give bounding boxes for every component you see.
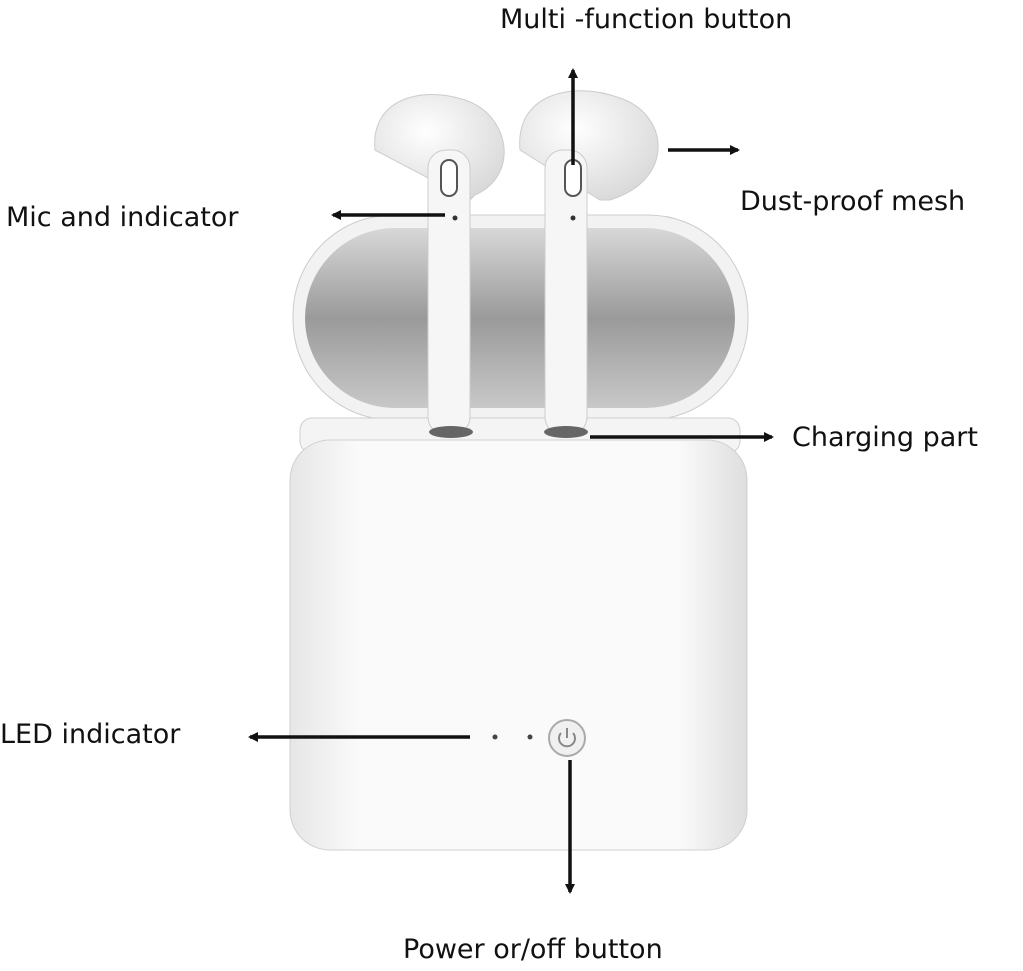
label-power: Power or/off button: [403, 934, 663, 965]
power-button[interactable]: [548, 719, 586, 757]
case-base: [289, 417, 748, 851]
label-dust-proof: Dust-proof mesh: [740, 186, 966, 217]
label-multi-function: Multi -function button: [500, 4, 793, 35]
led-dot: [527, 734, 533, 740]
led-dot: [492, 734, 498, 740]
multi-function-button-right[interactable]: [564, 159, 582, 197]
label-charging: Charging part: [792, 422, 978, 453]
right-earbud: [519, 90, 659, 438]
multi-function-button-left[interactable]: [440, 159, 458, 197]
case-lid: [292, 214, 749, 421]
label-mic: Mic and indicator: [6, 202, 239, 233]
left-earbud: [374, 93, 505, 438]
label-led: LED indicator: [0, 719, 181, 750]
